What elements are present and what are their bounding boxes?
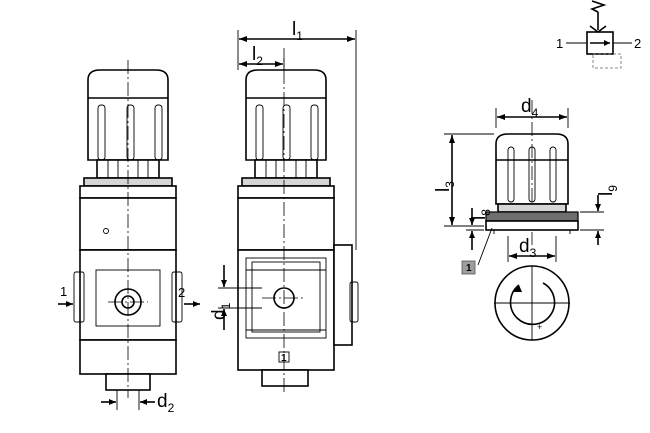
symbol-port-2: 2 — [634, 36, 641, 51]
side-bottom-stem — [261, 369, 309, 387]
side-upper-body — [237, 197, 335, 251]
dimension-d2: d2 — [157, 391, 175, 415]
dimension-l9: l9 — [596, 185, 620, 196]
dimension-d4: d4 — [521, 96, 539, 120]
side-knob — [245, 69, 327, 161]
side-flange — [333, 244, 353, 346]
dimension-l8: l8 — [469, 209, 493, 220]
panel-plate — [485, 220, 579, 231]
side-lock-ring — [241, 177, 331, 187]
callout-badge — [461, 260, 476, 275]
inlet-port-label: 1 — [60, 284, 67, 299]
dimension-l1: l1 — [292, 19, 303, 43]
pneumatic-symbol: 1 2 — [556, 0, 641, 69]
panel-mount-view: d4 l3 l8 l9 d3 — [433, 96, 620, 341]
front-view: 1 2 d2 — [58, 60, 200, 415]
dimension-l2: l2 — [252, 44, 263, 68]
panel-plus-mark: + — [537, 322, 542, 332]
symbol-port-1: 1 — [556, 36, 563, 51]
dimension-d3: d3 — [519, 236, 537, 260]
dimension-l3: l3 — [433, 181, 457, 192]
dimension-d1: d1 — [209, 302, 233, 320]
panel-nut — [485, 211, 579, 222]
callout-label: 1 — [466, 263, 472, 274]
side-view: l1 l2 1 — [209, 19, 359, 395]
outlet-port-label: 2 — [178, 285, 185, 300]
